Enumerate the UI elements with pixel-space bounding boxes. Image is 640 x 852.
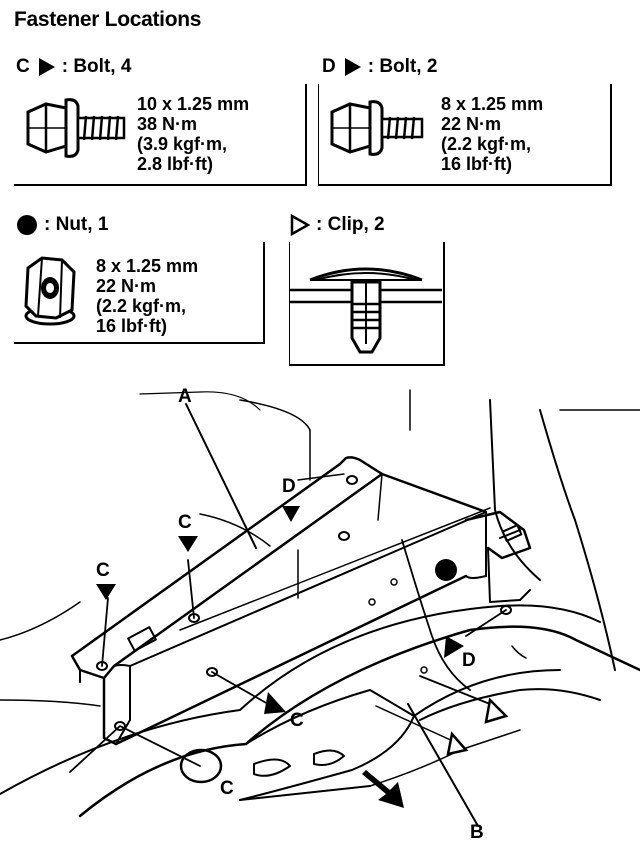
bolt-d-marker <box>282 506 300 522</box>
spec-torque: 22 N·m <box>441 114 502 134</box>
fastener-clip-box <box>289 242 445 366</box>
spec-kgf: (3.9 kgf·m, <box>137 134 228 154</box>
label-b: B <box>470 822 484 843</box>
flange-nut-icon <box>24 256 76 326</box>
flange-bolt-icon <box>26 98 126 158</box>
fastener-d-letter: D <box>322 56 336 77</box>
spec-kgf: (2.2 kgf·m, <box>441 134 532 154</box>
label-c-mid: C <box>290 710 304 731</box>
spec-torque: 38 N·m <box>137 114 198 134</box>
label-c-upper: C <box>178 512 192 533</box>
spec-size: 10 x 1.25 mm <box>137 94 250 114</box>
fastener-nut-type: : Nut, 1 <box>44 214 109 235</box>
right-filled-triangle-icon <box>344 58 361 76</box>
bolt-d-marker <box>444 636 464 658</box>
fastener-d-type: : Bolt, 2 <box>367 56 438 77</box>
label-d-top: D <box>282 476 296 497</box>
crossmember-installation-diagram: A B D C C C C D <box>0 386 640 843</box>
clip-icon <box>290 267 442 354</box>
filled-circle-icon <box>17 215 37 235</box>
spec-lbf: 16 lbf·ft) <box>96 316 167 336</box>
label-c-bottom: C <box>220 778 234 799</box>
bolt-c-marker <box>96 584 116 600</box>
spec-size: 8 x 1.25 mm <box>441 94 544 114</box>
fastener-c-letter: C <box>16 56 30 77</box>
nut-marker <box>435 559 457 581</box>
bolt-c-marker <box>178 536 198 552</box>
spec-kgf: (2.2 kgf·m, <box>96 296 187 316</box>
fastener-d-box <box>318 84 612 186</box>
label-c-left: C <box>96 560 110 581</box>
fastener-c-box <box>14 84 307 186</box>
bolt-c-marker <box>264 692 286 714</box>
label-a: A <box>178 386 192 407</box>
spec-size: 8 x 1.25 mm <box>96 256 199 276</box>
fastener-c-type: : Bolt, 4 <box>61 56 132 77</box>
label-d-right: D <box>462 650 476 671</box>
spec-lbf: 16 lbf·ft) <box>441 154 512 174</box>
spec-torque: 22 N·m <box>96 276 157 296</box>
fastener-nut-label: : Nut, 1 <box>16 214 108 236</box>
flange-bolt-icon <box>330 100 424 156</box>
right-filled-triangle-icon <box>38 58 55 76</box>
page-title: Fastener Locations <box>14 8 202 31</box>
fastener-d-label: D : Bolt, 2 <box>322 56 437 78</box>
fastener-clip-label: : Clip, 2 <box>290 214 385 236</box>
fastener-nut-box <box>14 242 265 344</box>
right-open-triangle-icon <box>290 214 310 236</box>
fastener-c-label: C : Bolt, 4 <box>16 56 131 78</box>
fastener-clip-type: : Clip, 2 <box>316 214 385 235</box>
spec-lbf: 2.8 lbf·ft) <box>137 154 213 174</box>
